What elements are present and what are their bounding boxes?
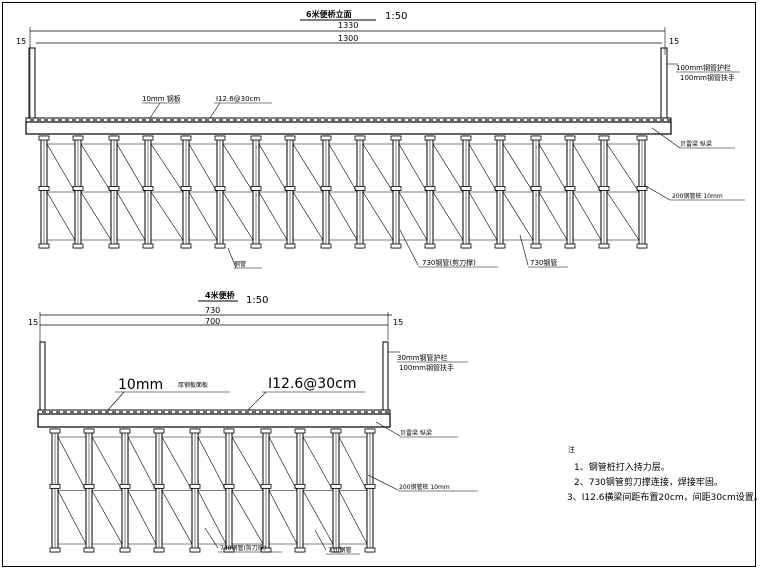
note-item-1: 1、钢管桩打入持力层。 [574, 461, 670, 473]
top-bridge-drawing: 6米便桥立面 1:50 1330 1300 15 15 10mm 钢板 I12.… [16, 9, 745, 269]
top-dim-outer: 1330 [338, 21, 358, 30]
top-title: 6米便桥立面 [306, 9, 352, 19]
top-dim-inner: 1300 [338, 34, 358, 43]
top-label-beam: I12.6@30cm [216, 95, 260, 103]
top-label-pier: 200钢管桩 10mm [672, 192, 723, 200]
top-dim-right: 15 [669, 37, 679, 46]
bottom-title: 4米便桥 [205, 290, 236, 300]
top-label-bracing2: 730钢管(剪刀撑) [422, 258, 476, 267]
bottom-label-beam: I12.6@30cm [268, 376, 356, 392]
bottom-pile-group [49, 428, 376, 553]
top-label-rail: 100mm钢管护栏 [676, 63, 731, 72]
top-label-plank: 10mm 钢板 [142, 94, 181, 103]
bottom-dim-right: 15 [393, 318, 403, 327]
note-item-3: 3、I12.6横梁间距布置20cm，间距30cm设置。 [567, 491, 760, 503]
bottom-scale: 1:50 [246, 295, 268, 306]
bottom-pile [364, 428, 376, 553]
bottom-label-plank: 10mm [118, 377, 163, 393]
top-label-rail2: 100mm钢管扶手 [680, 73, 735, 82]
notes-block: 注 1、钢管桩打入持力层。 2、730钢管剪刀撑连接，焊接牢固。 3、I12.6… [567, 445, 760, 503]
bottom-label-rail: 30mm钢管护栏 [397, 353, 448, 362]
bottom-label-rail2: 100mm钢管扶手 [399, 363, 454, 372]
bottom-dim-outer: 730 [205, 306, 220, 315]
top-pile-group [38, 135, 648, 249]
bottom-label-pier: 200钢管桩 10mm [399, 483, 450, 491]
top-dim-left: 15 [16, 37, 26, 46]
bottom-dim-inner: 700 [205, 317, 220, 326]
bottom-dim-left: 15 [28, 318, 38, 327]
bottom-label-bracing1: 730钢管(剪刀撑) [220, 544, 266, 552]
bottom-label-plank-sub: 厚钢板面板 [178, 381, 208, 389]
top-label-bracing3: 730钢管 [530, 258, 557, 267]
top-label-bracing1: 钢管 [234, 260, 246, 268]
notes-heading: 注 [568, 445, 575, 454]
top-label-main-beam: 贝雷梁 纵梁 [680, 140, 712, 148]
top-scale: 1:50 [385, 11, 407, 22]
bottom-label-main-beam: 贝雷梁 纵梁 [400, 429, 432, 437]
bottom-bridge-drawing: 4米便桥 1:50 730 700 15 15 10mm 厚钢板面板 I12.6… [28, 290, 478, 555]
note-item-2: 2、730钢管剪刀撑连接，焊接牢固。 [574, 476, 723, 488]
bottom-label-bracing2: 730钢管 [328, 546, 351, 554]
